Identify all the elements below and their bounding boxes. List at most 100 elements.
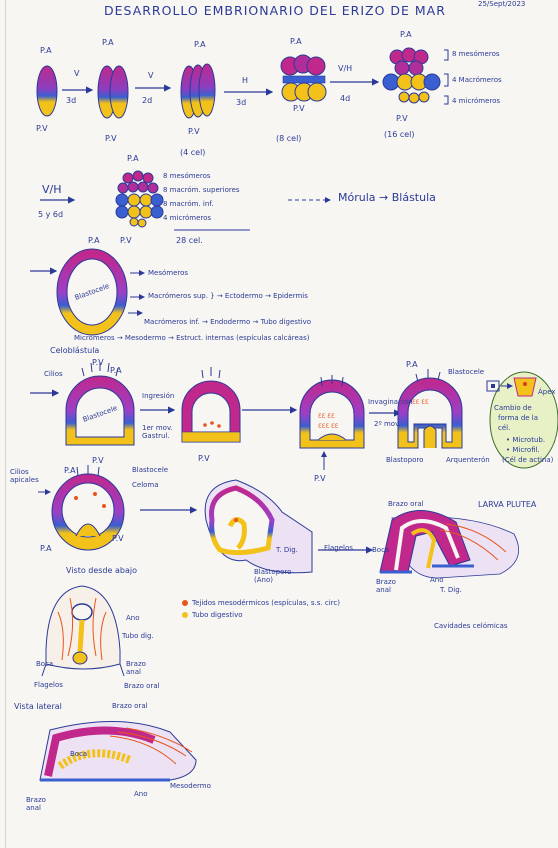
embryo-8cell [280,54,327,102]
pole-vegetal-10: P.V [314,474,326,483]
pluteus-ano: Ano [430,576,444,584]
blastoporo-label: Blastoporo [386,456,424,464]
pluteus-brazo-oral: Brazo oral [388,500,424,508]
svg-text:ƐƐ ƐƐ: ƐƐ ƐƐ [412,399,429,406]
invaginacion-label: Invaginación [368,398,413,406]
ingression-embryo [181,367,241,443]
celoblastula-drawing [56,248,128,336]
svg-text:ƐƐƐ ƐƐ: ƐƐƐ ƐƐ [318,423,339,430]
ingresion-label: Ingresión [142,392,175,400]
cell-count-28: 28 cel. [176,236,203,245]
pluteus-title: LARVA PLUTEA [478,500,537,509]
lateral-brazo-oral: Brazo oral [112,702,148,710]
pluteus-lateral-view [39,721,197,782]
visto-abajo: Visto desde abajo [66,566,137,575]
inset-text-4: • Microtub. [506,436,546,444]
s16-label-micromeros: 4 micrómeros [452,97,501,105]
pluteus-bottom-view [41,585,125,677]
egg-2cell [36,65,58,117]
pole-animal-7: P.A [88,236,100,245]
pluteus-cavidades: Cavidades celómicas [434,622,508,630]
pole-animal-10: P.A [406,360,418,369]
s28-label-3: 8 macróm. inf. [163,200,214,208]
inset-text-5: • Microfil. [506,446,540,454]
bottom-brazo-anal: Brazo anal [126,660,146,676]
celo-line-1: Mesómeros [148,269,189,277]
page-title: DESARROLLO EMBRIONARIO DEL ERIZO DE MAR [104,3,446,18]
embryo-16cell [382,47,441,104]
pole-vegetal-1: P.V [36,124,48,133]
pluteus-flagelos: Flagelos [324,544,353,552]
mov1-label: 1er mov. Gastrul. [142,424,173,440]
division-label-4: V/H [338,64,353,73]
legend-mesoderm: Tejidos mesodérmicos (espículas, s.s. ci… [192,599,340,607]
pole-vegetal-2: P.V [105,134,117,143]
division-time-5: 5 y 6d [38,210,64,219]
inset-apex: Ápex [538,388,556,396]
prism-larva [51,465,125,551]
division-label-2: V [148,71,154,80]
division-label-5: V/H [42,183,62,196]
bottom-boca: Boca [36,660,54,668]
pole-vegetal-9: P.V [198,454,210,463]
morula-blastula: Mórula → Blástula [338,191,436,204]
legend-dot-mesoderm [182,600,188,606]
larva-blastocele: Blastocele [132,466,169,474]
arquenteron-label: Arquenterón [446,456,490,464]
inset-text-1: Cambio de [494,404,532,412]
pole-animal-8: P.A [110,366,122,375]
celoblastula-label: Celoblástula [50,346,100,355]
pole-vegetal-8: P.V [92,358,104,367]
date: 25/Sept/2023 [478,0,526,8]
s16-label-mesomeros: 8 mesómeros [452,50,500,58]
celo-line-4: Micrómeros → Mesodermo → Estruct. intern… [74,334,310,342]
pole-vegetal-11: P.V [92,456,104,465]
cilios-label: Cilios [44,370,63,378]
division-time-3: 3d [236,98,247,107]
pluteus-larva [379,510,519,579]
bottom-flagelos: Flagelos [34,681,63,689]
cell-shape-inset [486,371,558,469]
bottom-tubo-dig: Tubo dig. [122,632,154,640]
blastocele-label-3: Blastocele [448,368,485,376]
pole-animal-2: P.A [102,38,114,47]
division-label-1: V [74,69,80,78]
pole-animal-4: P.A [290,37,302,46]
vista-lateral: Vista lateral [14,702,62,711]
pole-vegetal-4: P.V [293,104,305,113]
celo-line-2: Macrómeros sup. } → Ectodermo → Epidermi… [148,292,308,300]
lateral-mesodermo: Mesodermo [170,782,211,790]
division-label-3: H [242,76,249,85]
legend-dot-gut [182,612,188,618]
cell-count-8: (8 cel) [276,134,302,143]
early-pluteus [204,479,313,574]
pole-vegetal-5: P.V [396,114,408,123]
invagination-start: ƐƐ ƐƐ ƐƐƐ ƐƐ [299,375,365,470]
mov2-label: 2º mov. [374,420,401,428]
larva-t-dig: T. Dig. [276,546,298,554]
lateral-brazo-anal: Brazo anal [26,796,46,812]
embryo-4cell [180,63,216,119]
division-time-1: 3d [66,96,77,105]
pole-vegetal-3: P.V [188,127,200,136]
inset-text-2: forma de la [498,414,539,422]
pole-animal-12: P.A [40,544,52,553]
s28-label-2: 8 macróm. superiores [163,186,240,194]
pole-animal-5: P.A [400,30,412,39]
inset-text-3: cél. [498,424,511,432]
pole-animal-6: P.A [127,154,139,163]
pole-animal-1: P.A [40,46,52,55]
cilios-apicales: Cilios apicales [10,468,39,484]
pluteus-brazo-anal: Brazo anal [376,578,396,594]
lateral-boca: Boca [70,750,88,758]
s16-label-macromeros: 4 Macrómeros [452,76,502,84]
lateral-ano: Ano [134,790,148,798]
inset-text-6: (Cél de actina) [502,456,554,464]
bottom-brazo-oral: Brazo oral [124,682,160,690]
division-time-4: 4d [340,94,351,103]
cell-count-16: (16 cel) [384,130,415,139]
pluteus-t-dig: T. Dig. [440,586,462,594]
gastrula-archenteron: ƐƐ ƐƐ [397,369,463,449]
